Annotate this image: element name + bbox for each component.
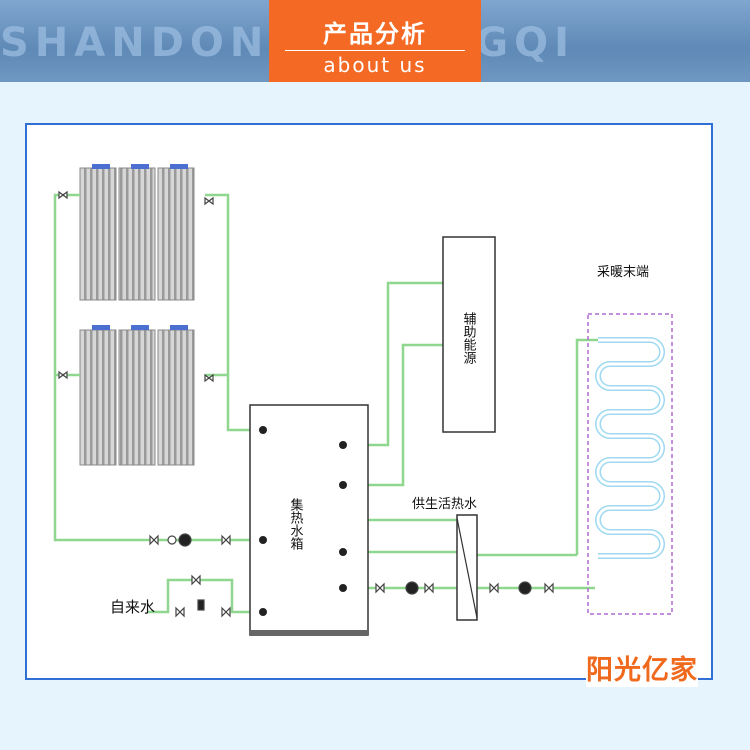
heating-terminal — [587, 313, 673, 615]
header-banner: SHANDONG SHENGQI 产品分析 about us — [0, 0, 750, 82]
header-badge: 产品分析 about us — [269, 0, 481, 82]
page-title: 产品分析 — [323, 20, 427, 48]
valves-and-pumps — [58, 190, 554, 618]
page-subtitle: about us — [323, 53, 427, 77]
heat-exchanger — [456, 514, 478, 621]
brand-logo-text: 阳光亿家 — [586, 655, 698, 686]
auxiliary-energy-box — [442, 236, 496, 433]
tap-water-label: 自来水 — [110, 598, 155, 616]
auxiliary-energy-label: 辅助能源 — [461, 312, 477, 364]
solar-collectors-bottom — [79, 325, 195, 466]
tank-label: 集热水箱 — [288, 497, 304, 550]
solar-collectors-top — [79, 164, 195, 301]
collector-tank — [249, 404, 369, 636]
brand-logo: 阳光亿家 — [586, 647, 698, 687]
hot-water-supply-label: 供生活热水 — [412, 497, 477, 512]
badge-divider — [285, 50, 465, 51]
heating-terminal-label: 采暖末端 — [597, 265, 649, 280]
